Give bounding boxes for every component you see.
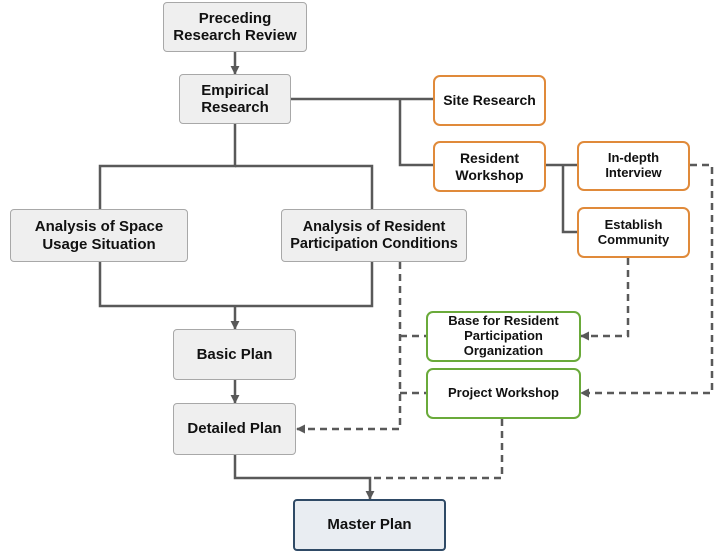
- node-analysis-space-usage: Analysis of Space Usage Situation: [10, 209, 188, 262]
- node-detailed-plan: Detailed Plan: [173, 403, 296, 455]
- node-empirical-research: Empirical Research: [179, 74, 291, 124]
- edge-community-to-base: [580, 258, 630, 341]
- node-preceding-research-review: Preceding Research Review: [163, 2, 307, 52]
- node-analysis-resident-participation: Analysis of Resident Participation Condi…: [281, 209, 467, 262]
- node-master-plan: Master Plan: [293, 499, 446, 551]
- node-basic-plan: Basic Plan: [173, 329, 296, 380]
- node-resident-workshop: Resident Workshop: [433, 141, 546, 192]
- node-establish-community: Establish Community: [577, 207, 690, 258]
- node-site-research: Site Research: [433, 75, 546, 126]
- edge-empirical-split: [98, 124, 237, 209]
- edge-empirical-split-right: [235, 164, 374, 209]
- edge-empirical-to-workshop: [398, 99, 433, 167]
- node-in-depth-interview: In-depth Interview: [577, 141, 690, 191]
- edge-workshop-to-community: [561, 165, 577, 234]
- edge-project-to-master: [370, 419, 504, 480]
- edge-interview-to-project: [580, 163, 714, 398]
- node-base-resident-participation: Base for Resident Participation Organiza…: [426, 311, 581, 362]
- edge-space-to-merge: [98, 262, 374, 308]
- edge-detailed-to-master: [233, 455, 375, 500]
- node-project-workshop: Project Workshop: [426, 368, 581, 419]
- edge-conditions-to-detailed: [296, 262, 402, 434]
